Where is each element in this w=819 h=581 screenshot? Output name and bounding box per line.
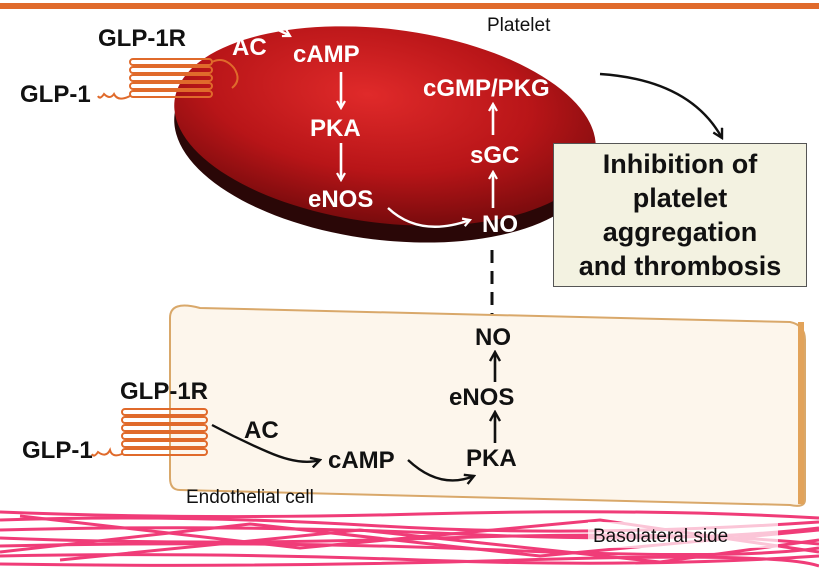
endothelial-camp-label: cAMP [328,447,395,474]
platelet-sgc-label: sGC [470,142,519,169]
endothelial-pka-label: PKA [466,445,517,472]
top-membrane-line [0,3,819,9]
basolateral-label-bg [588,522,778,548]
platelet-ac-label: AC [232,34,267,61]
arrow-enos-to-no [387,207,470,228]
endothelial-cell-title: Endothelial cell [186,487,314,508]
endothelial-receptor-icon [91,408,208,457]
endothelial-ligand-label: GLP-1 [22,437,93,464]
platelet-cgmp-pkg-label: cGMP/PKG [423,75,550,102]
platelet-receptor-label: GLP-1R [98,25,186,52]
endothelial-enos-label: eNOS [449,384,514,411]
platelet-pka-label: PKA [310,115,361,142]
arrow-camp-to-pka-endo [407,459,474,480]
platelet-receptor-icon [97,58,239,100]
endothelial-no-label: NO [475,324,511,351]
cell-right-edge [798,322,804,504]
basolateral-label: Basolateral side [593,526,728,547]
platelet-no-label: NO [482,211,518,238]
endothelial-cell [169,304,806,507]
outcome-text: Inhibition of platelet aggregation and t… [578,149,782,281]
platelet [174,26,596,243]
platelet-camp-label: cAMP [293,41,360,68]
arrow-cgmp-to-outcome [599,72,722,138]
platelet-enos-label: eNOS [308,186,373,213]
endothelial-ac-label: AC [244,417,279,444]
arrow-receptor-to-ac-endo [211,423,320,462]
endothelial-receptor-label: GLP-1R [120,378,208,405]
arrow-receptor-to-ac [209,19,290,36]
platelet-title: Platelet [487,15,551,36]
platelet-ligand-label: GLP-1 [20,81,91,108]
outcome-box: Inhibition of platelet aggregation and t… [553,143,807,287]
